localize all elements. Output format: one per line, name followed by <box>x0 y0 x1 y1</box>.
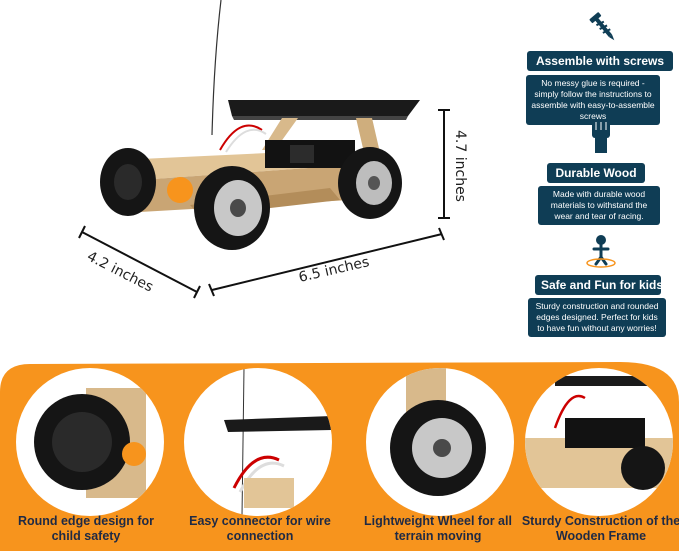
feature-desc-assemble: No messy glue is required - simply follo… <box>526 75 660 125</box>
feature-title-safe: Safe and Fun for kids <box>535 275 663 295</box>
highlight-caption-wheel: Lightweight Wheel for all terrain moving <box>364 514 512 543</box>
highlight-image-connector <box>184 368 332 516</box>
feature-title-assemble: Assemble with screws <box>527 51 673 71</box>
screw-icon <box>589 12 615 41</box>
feature-desc-safe: Sturdy construction and rounded edges de… <box>528 298 666 337</box>
orange-background-band <box>0 362 679 551</box>
car-product-image <box>78 0 450 299</box>
highlight-image-wheel <box>366 368 514 516</box>
highlight-caption-round-edge: Round edge design for child safety <box>17 514 155 543</box>
height-dimension-label: 4.7 inches <box>451 130 468 202</box>
fist-icon <box>592 122 610 153</box>
feature-desc-durable: Made with durable wood materials to with… <box>538 186 660 225</box>
highlight-image-round-edge <box>16 368 164 516</box>
highlight-image-frame <box>525 368 673 516</box>
kid-icon <box>586 235 616 268</box>
highlight-caption-frame: Sturdy Construction of the Wooden Frame <box>521 514 679 543</box>
feature-title-durable: Durable Wood <box>547 163 645 183</box>
highlight-caption-connector: Easy connector for wire connection <box>189 514 331 543</box>
